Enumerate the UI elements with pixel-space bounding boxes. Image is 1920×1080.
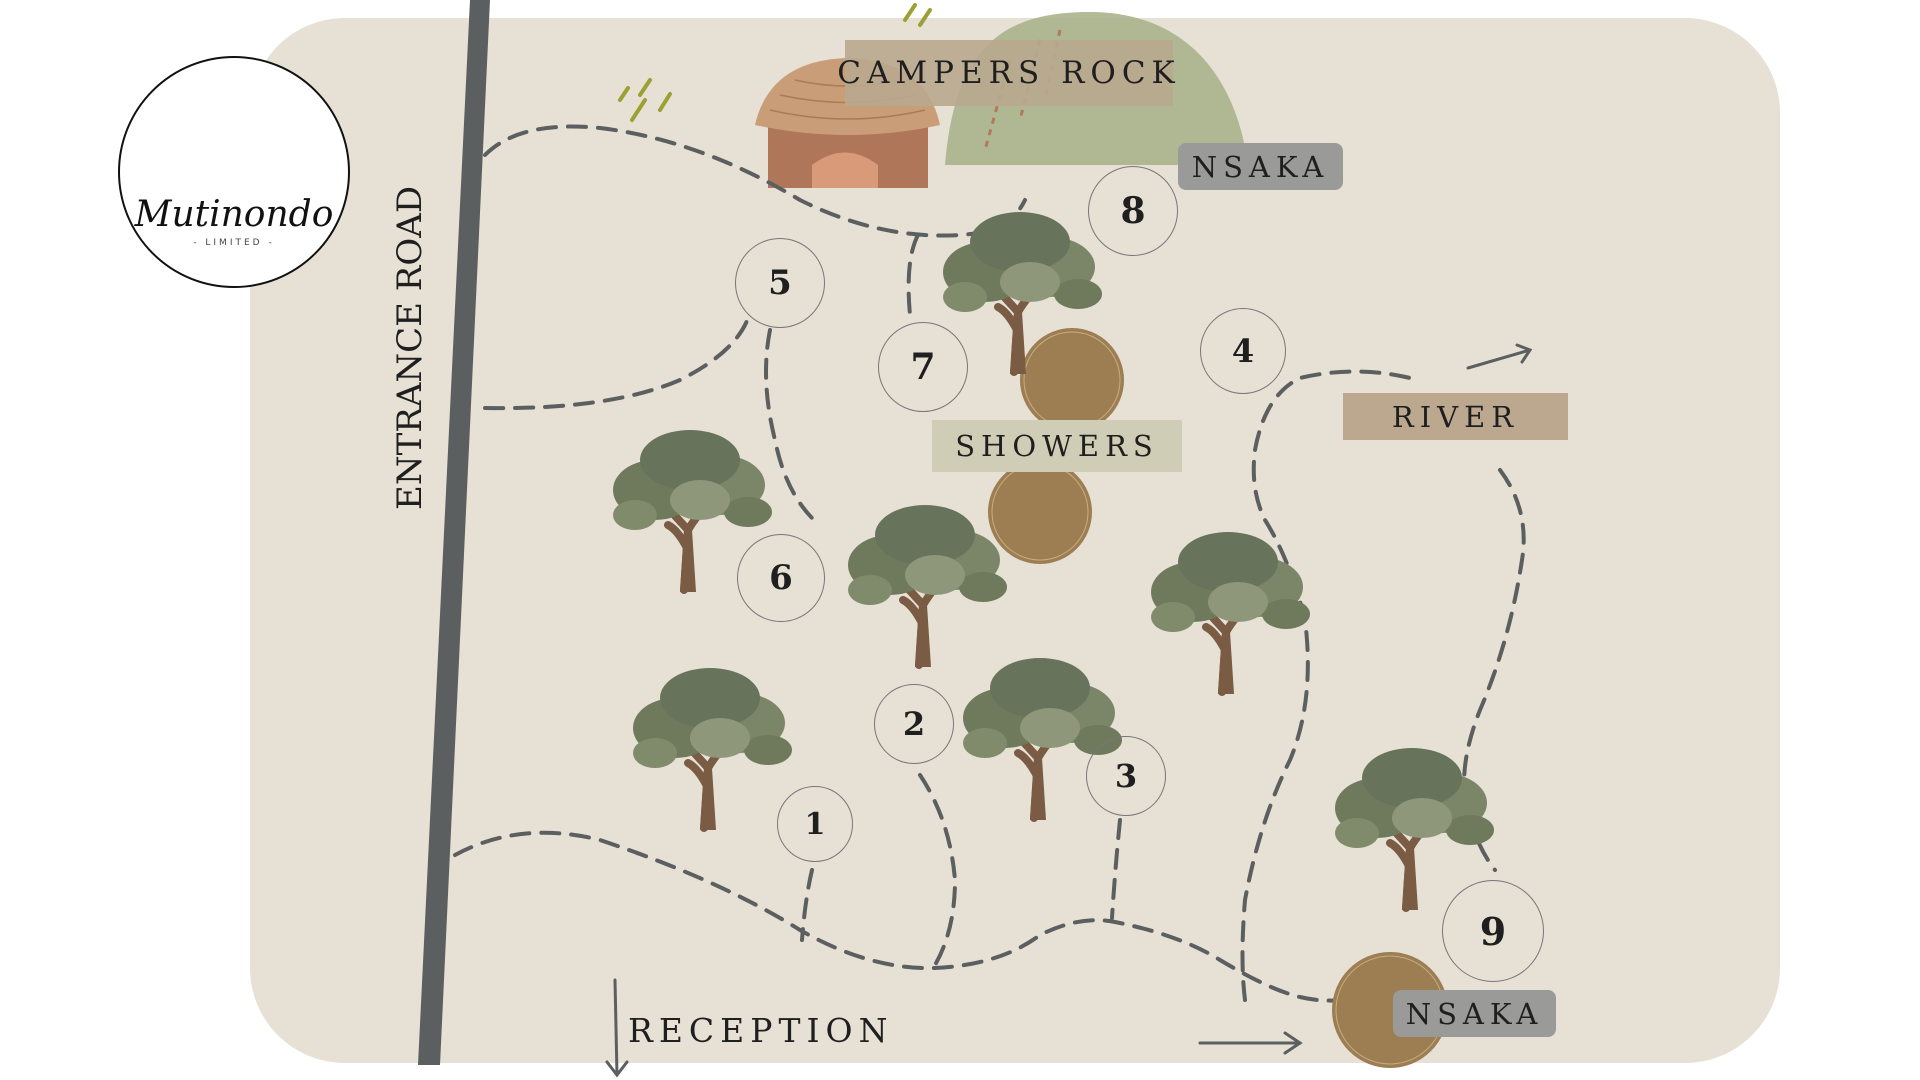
campers-rock-label: CAMPERS ROCK <box>837 55 1181 91</box>
road-label: ENTRANCE ROAD <box>390 186 430 510</box>
nsaka-top-label: NSAKA <box>1191 149 1330 184</box>
nsaka-bottom-label: NSAKA <box>1405 996 1544 1031</box>
logo-name: Mutinondo <box>134 194 334 235</box>
grass-marks <box>618 3 932 122</box>
campsite-8[interactable]: 8 <box>1088 166 1178 256</box>
arrow-icon <box>605 343 1533 1078</box>
boulders <box>988 328 1448 1068</box>
showers-label: SHOWERS <box>955 429 1159 463</box>
entrance-road <box>418 0 490 1065</box>
campsite-9[interactable]: 9 <box>1442 880 1544 982</box>
company-logo[interactable]: Mutinondo - LIMITED - <box>118 56 350 288</box>
campsite-1[interactable]: 1 <box>777 786 853 862</box>
campers-rock-tag-bg <box>845 40 1173 106</box>
nsaka-top-tag-bg <box>1178 143 1343 190</box>
tree-icon <box>1151 532 1310 694</box>
boulder <box>1020 328 1124 432</box>
campsite-7[interactable]: 7 <box>878 322 968 412</box>
tree-icon <box>848 505 1007 667</box>
boulder <box>988 460 1092 564</box>
nsaka-bottom-tag-bg <box>1393 990 1556 1037</box>
logo-subtitle: - LIMITED - <box>193 238 275 248</box>
boulder <box>1332 952 1448 1068</box>
entrance-road-label: ENTRANCE ROAD <box>390 185 430 510</box>
reception-label: RECEPTION <box>628 1010 894 1050</box>
river-label: RIVER <box>1391 399 1520 434</box>
tree-icon <box>633 668 792 830</box>
showers-tag-bg <box>932 420 1182 472</box>
campsite-2[interactable]: 2 <box>874 684 954 764</box>
river-tag-bg <box>1343 393 1568 440</box>
campsite-5[interactable]: 5 <box>735 238 825 328</box>
campsite-6[interactable]: 6 <box>737 534 825 622</box>
campsite-4[interactable]: 4 <box>1200 308 1286 394</box>
footpaths <box>453 124 1526 1003</box>
campsite-3[interactable]: 3 <box>1086 736 1166 816</box>
